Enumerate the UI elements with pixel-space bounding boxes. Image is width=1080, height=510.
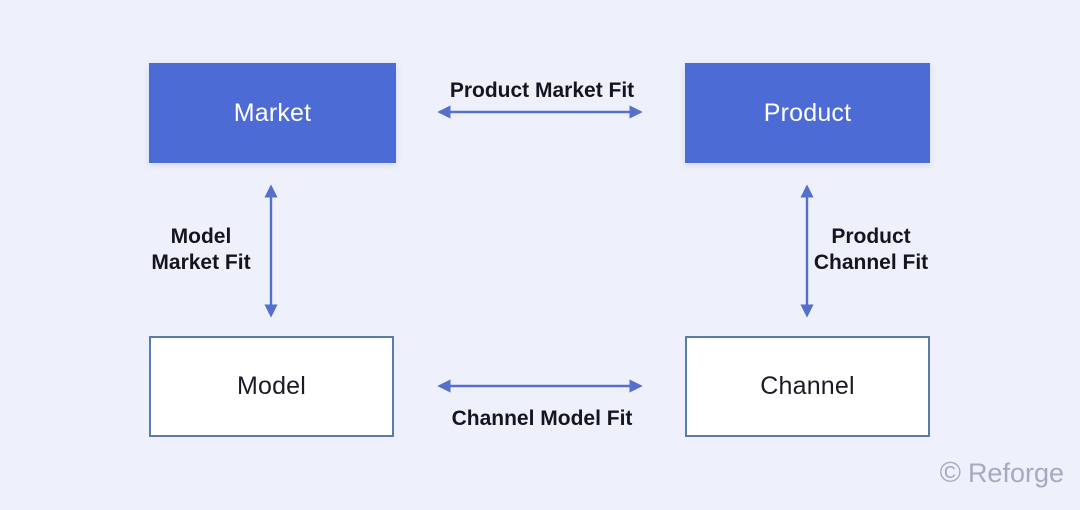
node-model: Model bbox=[149, 336, 394, 437]
edge-label-model-market-fit-line2: Market Fit bbox=[151, 251, 251, 274]
edge-label-model-market-fit: Model Market Fit bbox=[151, 224, 250, 276]
node-channel: Channel bbox=[685, 336, 930, 437]
edge-label-channel-model-fit: Channel Model Fit bbox=[451, 407, 633, 430]
node-model-label: Model bbox=[236, 372, 307, 400]
node-market: Market bbox=[149, 63, 396, 163]
watermark-text: Reforge bbox=[967, 458, 1064, 488]
edge-label-product-channel-fit-line2: Channel Fit bbox=[813, 251, 929, 274]
reforge-watermark: © Reforge bbox=[940, 458, 1064, 489]
node-market-label: Market bbox=[233, 98, 312, 127]
edge-label-product-channel-fit-line1: Product bbox=[831, 225, 911, 248]
edge-label-model-market-fit-line1: Model bbox=[170, 225, 232, 248]
node-product: Product bbox=[685, 63, 930, 163]
node-product-label: Product bbox=[763, 98, 852, 127]
edge-label-product-market-fit: Product Market Fit bbox=[449, 79, 635, 102]
node-channel-label: Channel bbox=[760, 372, 855, 400]
copyright-icon: © bbox=[939, 457, 961, 489]
edge-label-product-channel-fit: Product Channel Fit bbox=[814, 224, 928, 276]
